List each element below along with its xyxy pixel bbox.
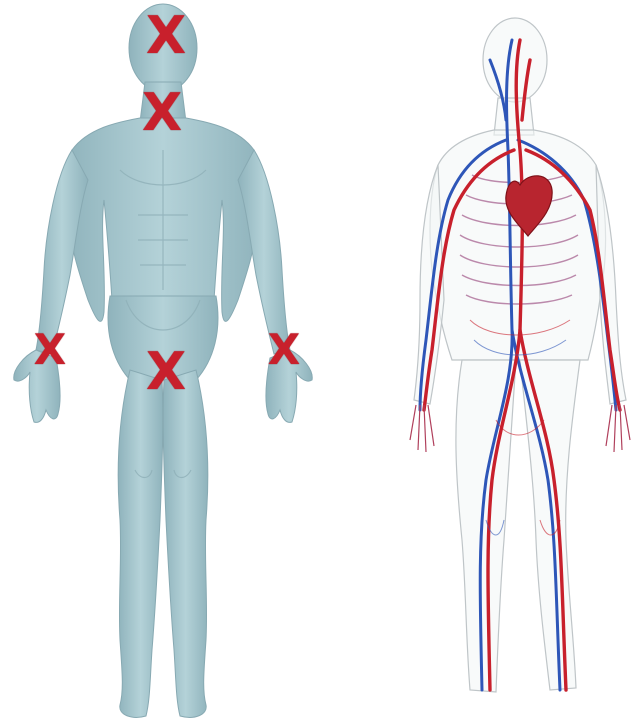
marker-head: X [146,10,186,62]
marker-left-wrist: X [268,329,300,371]
marker-groin: X [146,346,186,398]
marker-neck: X [142,87,182,139]
marker-right-wrist: X [34,329,66,371]
